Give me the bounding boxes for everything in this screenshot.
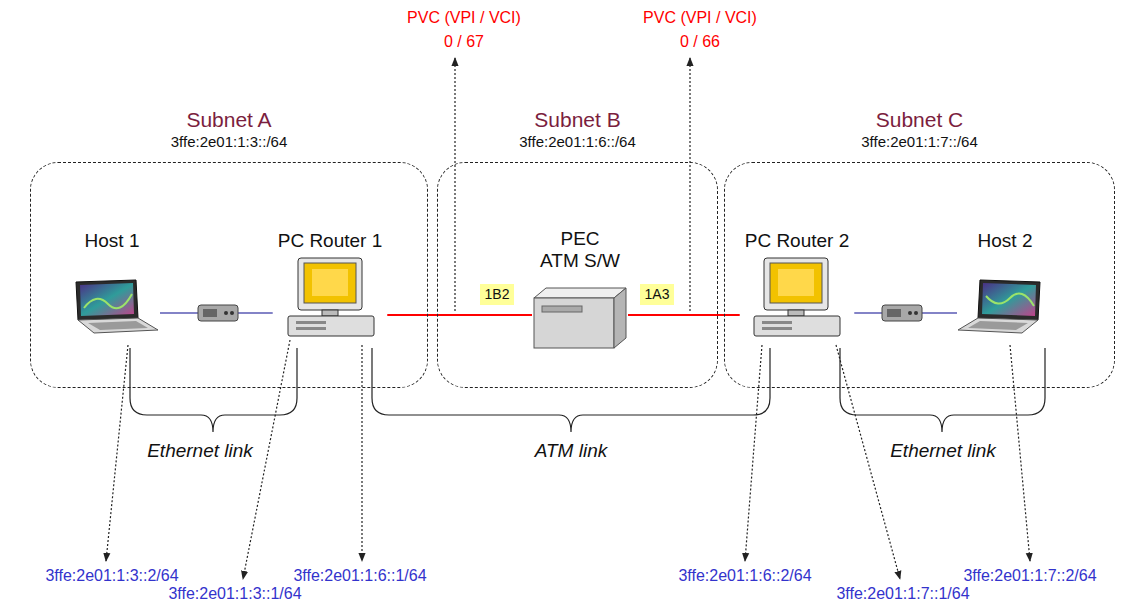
pc-icon bbox=[288, 258, 374, 336]
device-name: PC Router 2 bbox=[740, 230, 855, 252]
subnet-prefix: 3ffe:2e01:1:6::/64 bbox=[437, 132, 718, 152]
pvc-value: 0 / 66 bbox=[678, 32, 722, 51]
pvc-label: PVC (VPI / VCI) bbox=[641, 8, 759, 27]
device-name: Host 1 bbox=[64, 230, 160, 252]
port-label: 1A3 bbox=[640, 284, 675, 305]
media-converter-icon bbox=[882, 305, 922, 321]
subnet-border bbox=[724, 162, 1115, 388]
pc-icon bbox=[754, 258, 840, 336]
ipv6-address: 3ffe:2e01:1:7::1/64 bbox=[834, 584, 971, 603]
port-label: 1B2 bbox=[480, 284, 515, 305]
pvc-leader bbox=[689, 58, 690, 311]
subnet-name: Subnet A bbox=[30, 108, 428, 132]
atm-link bbox=[628, 314, 740, 316]
host-node: Host 1 bbox=[64, 230, 160, 340]
switch-node: PEC ATM S/W bbox=[532, 228, 628, 350]
link-bracket bbox=[372, 348, 770, 432]
link-type: Ethernet link bbox=[888, 440, 998, 462]
atm-link bbox=[387, 314, 532, 316]
subnet-region: Subnet C3ffe:2e01:1:7::/64PC Router 2 Hos… bbox=[724, 108, 1115, 388]
ipv6-address: 3ffe:2e01:1:7::2/64 bbox=[961, 566, 1098, 585]
ipv6-address: 3ffe:2e01:1:6::2/64 bbox=[676, 566, 813, 585]
subnet-border bbox=[30, 162, 428, 388]
router-node: PC Router 2 bbox=[740, 230, 855, 340]
media-converter-icon bbox=[198, 305, 238, 321]
router-node: PC Router 1 bbox=[273, 230, 388, 340]
pvc-leader bbox=[454, 58, 455, 311]
ipv6-address: 3ffe:2e01:1:3::2/64 bbox=[43, 566, 180, 585]
link-type: ATM link bbox=[533, 440, 609, 462]
subnet-region: Subnet A3ffe:2e01:1:3::/64Host 1 PC Route… bbox=[30, 108, 428, 388]
text-line: PEC bbox=[532, 228, 628, 250]
link-type: Ethernet link bbox=[145, 440, 255, 462]
link-bracket bbox=[130, 348, 297, 432]
subnet-name: Subnet B bbox=[437, 108, 718, 132]
subnet-prefix: 3ffe:2e01:1:3::/64 bbox=[30, 132, 428, 152]
device-name: Host 2 bbox=[957, 230, 1053, 252]
address-leader bbox=[745, 345, 762, 561]
device-name: PEC ATM S/W bbox=[532, 228, 628, 272]
subnet-name: Subnet C bbox=[724, 108, 1115, 132]
ipv6-address: 3ffe:2e01:1:6::1/64 bbox=[291, 566, 428, 585]
address-leader bbox=[361, 345, 362, 561]
subnet-region: Subnet B3ffe:2e01:1:6::/64PEC ATM S/W bbox=[437, 108, 718, 388]
ipv6-address: 3ffe:2e01:1:3::1/64 bbox=[166, 584, 303, 603]
address-leader bbox=[836, 345, 900, 579]
atm-switch-icon bbox=[534, 288, 626, 348]
text-line: ATM S/W bbox=[532, 250, 628, 272]
subnet-border bbox=[437, 162, 718, 388]
address-leader bbox=[106, 345, 128, 561]
subnet-prefix: 3ffe:2e01:1:7::/64 bbox=[724, 132, 1115, 152]
laptop-icon bbox=[958, 280, 1040, 333]
device-name: PC Router 1 bbox=[273, 230, 388, 252]
laptop-icon bbox=[76, 280, 158, 333]
host-node: Host 2 bbox=[957, 230, 1053, 340]
address-leader bbox=[1010, 345, 1030, 561]
pvc-label: PVC (VPI / VCI) bbox=[405, 8, 523, 27]
pvc-value: 0 / 67 bbox=[442, 32, 486, 51]
